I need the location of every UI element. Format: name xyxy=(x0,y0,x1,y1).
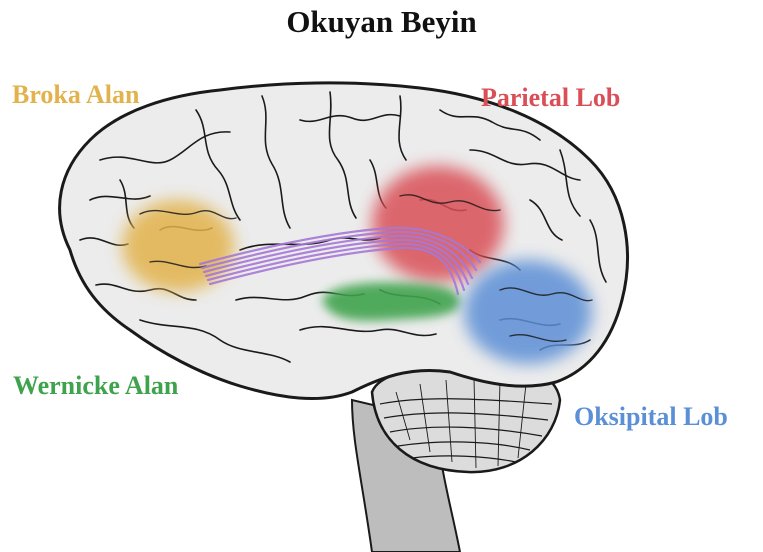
wernicke-region xyxy=(322,283,460,321)
parietal-region xyxy=(372,166,504,282)
broka-label: Broka Alan xyxy=(12,80,139,110)
diagram-title: Okuyan Beyin xyxy=(0,4,763,40)
oksipital-label: Oksipital Lob xyxy=(574,402,728,432)
wernicke-label: Wernicke Alan xyxy=(13,371,178,401)
oksipital-region xyxy=(464,260,592,364)
parietal-label: Parietal Lob xyxy=(481,83,620,113)
